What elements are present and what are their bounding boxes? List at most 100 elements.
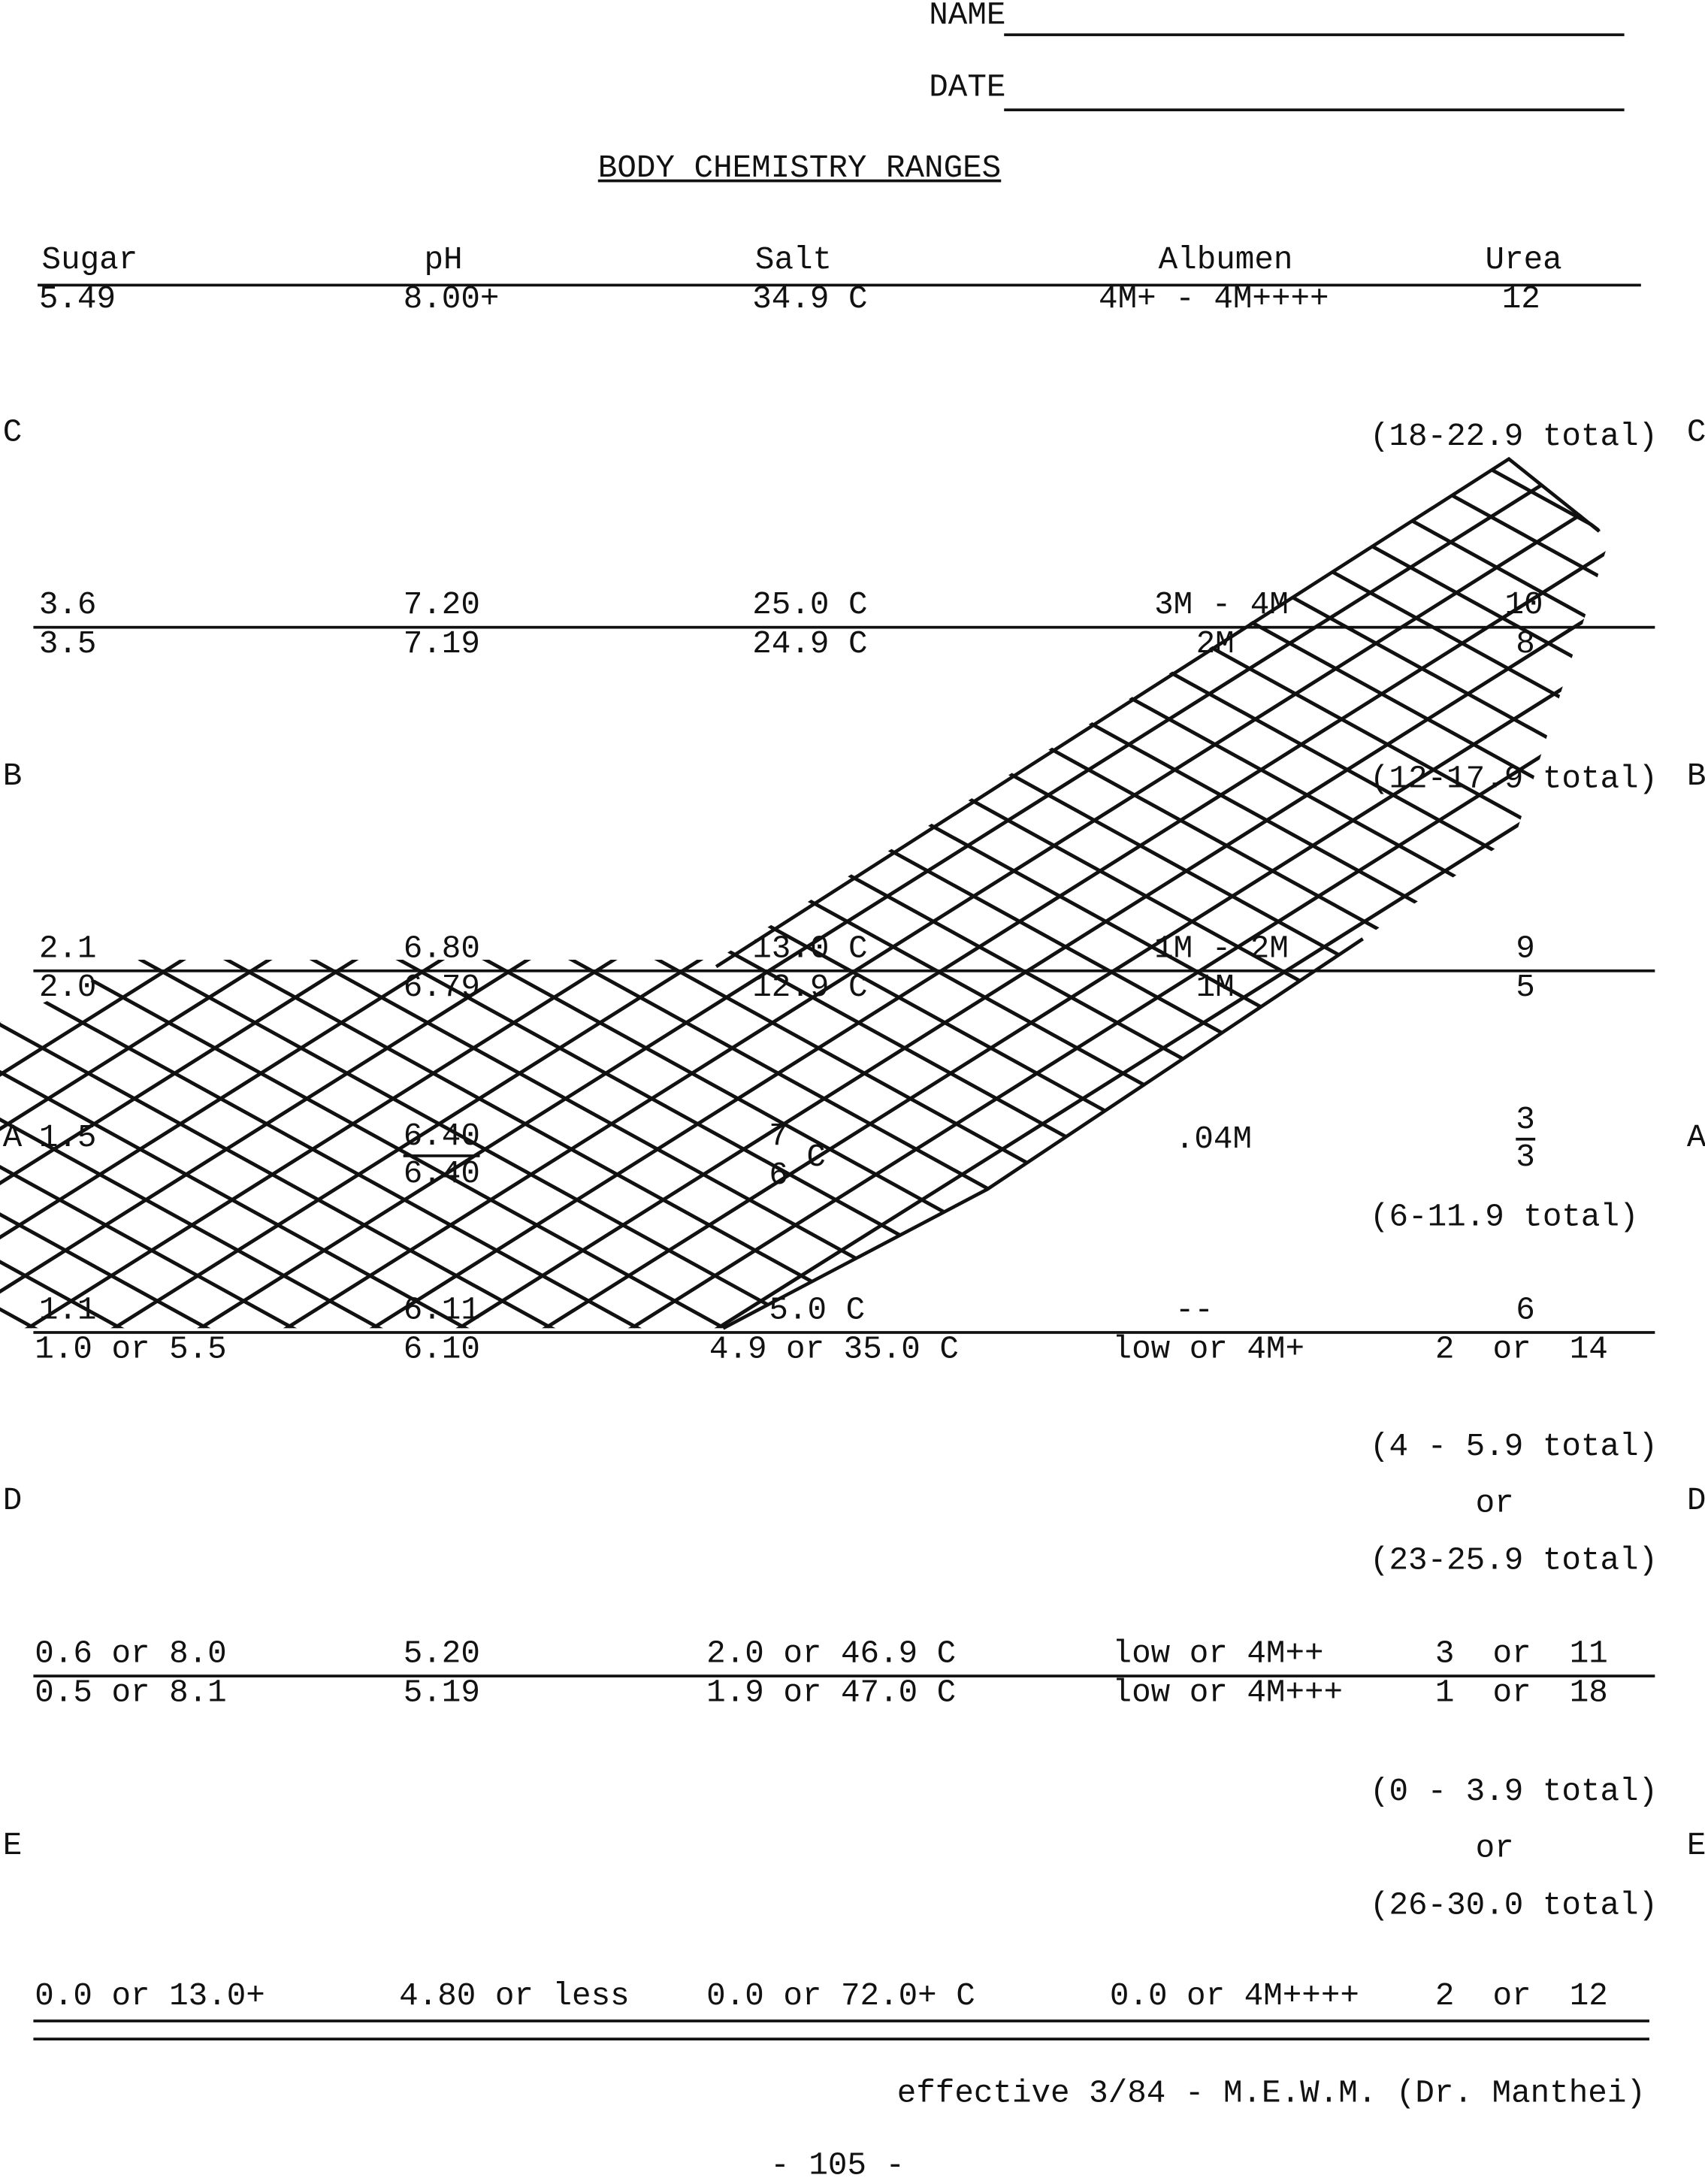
zone-label-e-left: E (2, 1827, 23, 1864)
bottom-value: 0.0 or 4M++++ (1109, 1977, 1359, 2014)
boundary-value-below: 6.10 (403, 1331, 480, 1368)
top-value: 4M+ - 4M++++ (1099, 280, 1329, 317)
hatch-line (0, 458, 566, 1329)
boundary-value-above: 13.0 C (752, 930, 868, 967)
hatch-line (1567, 458, 1607, 1329)
hatch-line (1655, 417, 1705, 1335)
boundary-value-above: 2.0 or 46.9 C (706, 1635, 957, 1672)
boundary-value-below: 2M (1196, 625, 1235, 662)
boundary-value-above: 2.1 (38, 930, 97, 967)
header-rule (37, 283, 1641, 287)
zone-total-range: or (1475, 1485, 1514, 1522)
double-rule-bottom (33, 2037, 1649, 2040)
hatch-line (0, 458, 1342, 1329)
hatch-line (1655, 417, 1705, 1335)
boundary-value-above: low or 4M++ (1112, 1635, 1324, 1672)
boundary-value-below: 3.5 (38, 625, 97, 662)
boundary-value-above: 9 (1516, 930, 1535, 967)
boundary-value-above: 3M - 4M (1154, 586, 1289, 624)
boundary-value-below: 7.19 (403, 625, 480, 662)
hatch-line (360, 458, 1607, 1329)
boundary-value-below: 1.0 or 5.5 (35, 1331, 227, 1368)
boundary-value-above: 7.20 (403, 586, 480, 624)
range-divider-line (33, 969, 1655, 973)
hatch-line (1309, 458, 1607, 1329)
hatch-line (0, 458, 824, 1329)
bottom-value: 0.0 or 13.0+ (35, 1977, 265, 2014)
zone-total-range: (6-11.9 total) (1369, 1199, 1639, 1236)
boundary-value-above: 5.0 C (769, 1292, 866, 1329)
column-header-urea: Urea (1485, 242, 1562, 279)
hatch-line (0, 458, 530, 1329)
range-divider-line (33, 625, 1655, 629)
hatch-line (1050, 458, 1607, 1329)
boundary-value-below: 4.9 or 35.0 C (709, 1331, 959, 1368)
boundary-value-below: 2.0 (38, 969, 97, 1006)
hatch-line (0, 458, 911, 1329)
denominator: 3 (1516, 1139, 1535, 1176)
hatch-line (0, 458, 135, 1329)
zone-a-salt-bottom: 6 (769, 1157, 788, 1193)
hatch-line (0, 458, 221, 1329)
boundary-value-below: 5 (1516, 969, 1535, 1006)
zone-label-b-left: B (2, 758, 23, 794)
boundary-value-above: 3.6 (38, 586, 97, 624)
numerator: 6.40 (403, 1118, 480, 1158)
hatch-line (0, 458, 49, 1329)
hatch-line (0, 458, 185, 1329)
boundary-value-above: 3 or 11 (1434, 1635, 1608, 1672)
zone-total-range: (12-17.9 total) (1369, 761, 1658, 797)
date-label: DATE (929, 69, 1006, 106)
zone-label-e-right: E (1686, 1827, 1705, 1864)
boundary-value-above: 5.20 (403, 1635, 480, 1672)
zone-a-salt-top: 7 (769, 1118, 788, 1155)
top-value: 12 (1501, 280, 1540, 317)
hatch-line (1395, 458, 1607, 1329)
boundary-value-above: 6.11 (403, 1292, 480, 1329)
hatch-line (791, 458, 1607, 1329)
hatch-line (0, 458, 479, 1329)
zone-total-range: (0 - 3.9 total) (1369, 1773, 1658, 1810)
zone-label-d-left: D (2, 1482, 23, 1519)
top-value: 5.49 (38, 280, 116, 317)
boundary-value-above: 6 (1516, 1292, 1535, 1329)
bottom-value: 0.0 or 72.0+ C (706, 1977, 975, 2014)
hatch-line (0, 458, 703, 1329)
boundary-value-below: low or 4M+++ (1112, 1674, 1344, 1711)
boundary-value-below: 1M (1196, 969, 1235, 1006)
hatch-line (533, 458, 1607, 1329)
top-value: 34.9 C (752, 280, 868, 317)
boundary-value-above: 1M - 2M (1154, 930, 1289, 967)
hatch-line (274, 458, 1607, 1329)
hatch-line (705, 458, 1607, 1329)
column-header-salt: Salt (754, 242, 833, 279)
numerator: 3 (1516, 1102, 1535, 1142)
boundary-value-below: 2 or 14 (1434, 1331, 1608, 1368)
boundary-value-above: 0.6 or 8.0 (35, 1635, 227, 1672)
hatch-line (0, 458, 13, 1329)
denominator: 6.40 (403, 1156, 480, 1193)
zone-label-a-right: A (1686, 1119, 1705, 1156)
hatch-line (0, 458, 1047, 1329)
boundary-value-below: 5.19 (403, 1674, 480, 1711)
range-divider-line (33, 1331, 1655, 1334)
hatch-line (791, 458, 1607, 1329)
hatch-line (188, 458, 1607, 1329)
bottom-value: 2 or 12 (1434, 1977, 1608, 2014)
boundary-value-below: low or 4M+ (1112, 1331, 1305, 1368)
boundary-value-below: 24.9 C (752, 625, 868, 662)
hatch-line (101, 458, 1607, 1329)
date-field-line (1004, 108, 1625, 112)
boundary-value-below: 8 (1516, 625, 1535, 662)
zone-total-range: (18-22.9 total) (1369, 419, 1658, 455)
boundary-value-above: 1.1 (38, 1292, 97, 1329)
zone-total-range: (23-25.9 total) (1369, 1542, 1658, 1579)
top-value: 8.00+ (403, 280, 500, 317)
range-divider-line (33, 1674, 1655, 1677)
hatch-line (0, 458, 307, 1329)
boundary-value-below: 6.79 (403, 969, 480, 1006)
hatch-line (0, 458, 1133, 1329)
